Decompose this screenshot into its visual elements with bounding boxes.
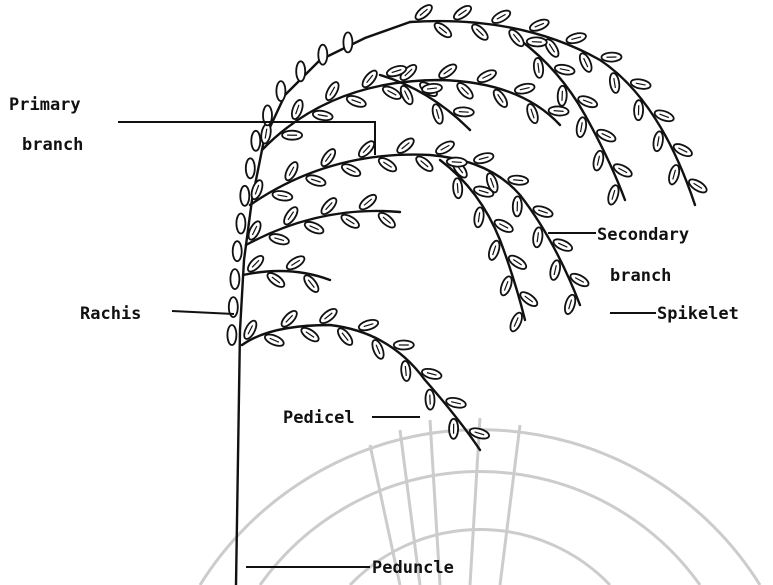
spikelet [276, 81, 285, 101]
spikelet [233, 241, 242, 261]
label-peduncle: Peduncle [372, 558, 454, 578]
label-primary-line2: branch [22, 135, 83, 155]
label-primary-line1: Primary [9, 95, 81, 115]
spikelet [251, 131, 260, 151]
label-secondary-line2: branch [610, 266, 671, 286]
spikelet-lemma-line [554, 111, 564, 112]
spikelet [246, 158, 255, 178]
spikelet [318, 45, 327, 65]
spikelet [296, 61, 305, 81]
primary-branch-stem-3 [250, 155, 580, 305]
primary-branch-leader [118, 122, 375, 155]
spikelet-lemma-line [457, 183, 458, 193]
spikelet [227, 325, 236, 345]
label-pedicel: Pedicel [283, 408, 355, 428]
spikelet [230, 269, 239, 289]
spikelet-lemma-line [459, 112, 469, 113]
rachis-leader [172, 311, 234, 314]
label-spikelet: Spikelet [657, 304, 739, 324]
primary-branch-stem-5 [243, 271, 330, 280]
label-secondary-line1: Secondary [597, 225, 689, 245]
spikelet-lemma-line [452, 162, 462, 163]
spikelet [343, 32, 352, 52]
watermark-haze [0, 355, 773, 585]
spikelet [236, 214, 245, 234]
label-rachis: Rachis [80, 304, 141, 324]
spikelet [240, 186, 249, 206]
